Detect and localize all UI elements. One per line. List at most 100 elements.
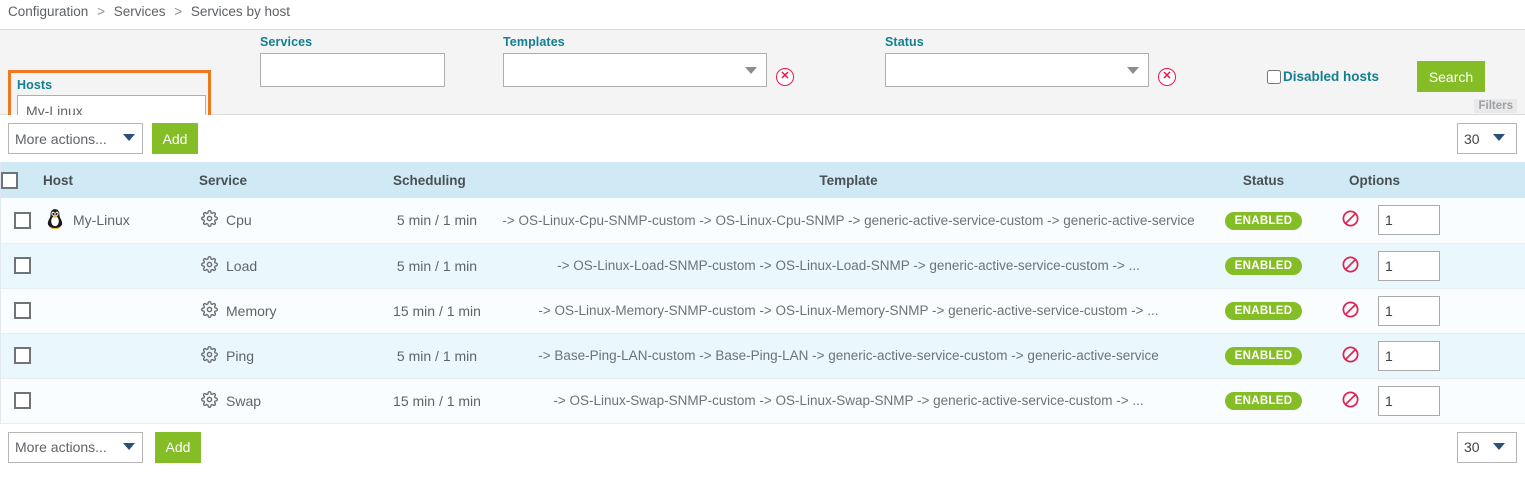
more-actions-select-top[interactable]: More actions...	[8, 123, 143, 154]
row-select-cell	[1, 243, 43, 289]
template-cell: -> OS-Linux-Swap-SNMP-custom -> OS-Linux…	[491, 378, 1206, 424]
scheduling-cell: 15 min / 1 min	[371, 378, 491, 424]
template-cell: -> OS-Linux-Memory-SNMP-custom -> OS-Lin…	[491, 288, 1206, 334]
more-actions-select-bottom[interactable]: More actions...	[8, 431, 143, 463]
row-checkbox[interactable]	[13, 212, 31, 230]
scheduling-value: 5 min / 1 min	[396, 212, 478, 229]
filter-panel: Hosts Services Templates ✕ Status ✕ Disa…	[0, 29, 1525, 136]
add-button-bottom[interactable]: Add	[155, 431, 201, 463]
options-cell	[1321, 198, 1525, 244]
services-label: Services	[260, 35, 313, 49]
scheduling-value: 15 min / 1 min	[393, 302, 481, 319]
services-filter: Services	[260, 35, 445, 87]
disabled-hosts-checkbox[interactable]	[1267, 69, 1281, 84]
column-header-host[interactable]: Host	[43, 162, 191, 198]
service-name[interactable]: Cpu	[226, 212, 252, 229]
chevron-down-icon	[745, 67, 757, 74]
select-all-header	[1, 162, 43, 198]
status-clear-icon[interactable]: ✕	[1158, 68, 1176, 86]
options-cell	[1321, 243, 1525, 289]
template-value: -> OS-Linux-Swap-SNMP-custom -> OS-Linux…	[553, 393, 1144, 408]
status-select[interactable]	[885, 53, 1149, 87]
template-value: -> Base-Ping-LAN-custom -> Base-Ping-LAN…	[538, 348, 1159, 363]
service-cell: Cpu	[191, 198, 371, 244]
status-cell: ENABLED	[1206, 288, 1321, 334]
host-cell	[43, 288, 191, 334]
status-cell: ENABLED	[1206, 198, 1321, 244]
host-name[interactable]: My-Linux	[73, 212, 130, 229]
column-header-scheduling[interactable]: Scheduling	[371, 162, 491, 198]
quantity-input[interactable]	[1378, 205, 1440, 236]
template-cell: -> OS-Linux-Cpu-SNMP-custom -> OS-Linux-…	[491, 198, 1206, 244]
host-cell: My-Linux	[43, 198, 191, 244]
service-name[interactable]: Load	[226, 257, 258, 274]
breadcrumb-item-configuration[interactable]: Configuration	[8, 4, 89, 19]
column-header-status[interactable]: Status	[1206, 162, 1321, 198]
service-cell: Memory	[191, 288, 371, 334]
status-badge: ENABLED	[1224, 211, 1303, 230]
disable-circle-icon[interactable]	[1341, 255, 1360, 277]
gear-icon	[201, 345, 218, 366]
templates-clear-icon[interactable]: ✕	[776, 68, 794, 86]
scheduling-cell: 15 min / 1 min	[371, 288, 491, 334]
select-all-checkbox[interactable]	[1, 171, 18, 189]
column-header-options: Options	[1321, 162, 1525, 198]
column-header-service[interactable]: Service	[191, 162, 371, 198]
row-select-cell	[1, 288, 43, 334]
service-name[interactable]: Swap	[226, 392, 262, 409]
quantity-input[interactable]	[1378, 250, 1440, 281]
chevron-down-icon	[1127, 67, 1139, 74]
search-button[interactable]: Search	[1417, 61, 1485, 92]
filters-tag: Filters	[1474, 99, 1517, 113]
templates-select[interactable]	[503, 53, 767, 87]
quantity-input[interactable]	[1378, 295, 1440, 326]
template-value: -> OS-Linux-Memory-SNMP-custom -> OS-Lin…	[538, 303, 1159, 318]
disable-circle-icon[interactable]	[1341, 300, 1360, 322]
table-header-row: Host Service Scheduling Template Status …	[1, 162, 1525, 198]
status-badge: ENABLED	[1224, 392, 1303, 410]
status-filter: Status ✕	[885, 35, 1176, 87]
breadcrumb-separator: >	[97, 4, 105, 19]
service-cell: Ping	[191, 333, 371, 379]
disable-circle-icon[interactable]	[1341, 390, 1360, 412]
page-size-select-bottom[interactable]: 30	[1457, 431, 1517, 463]
table-row: Swap 15 min / 1 min -> OS-Linux-Swap-SNMP-…	[1, 378, 1525, 424]
row-checkbox[interactable]	[13, 347, 31, 365]
table-body: My-Linux Cpu 5 min / 1 min -> OS-Linux-Cpu-…	[1, 198, 1525, 424]
disabled-hosts-label: Disabled hosts	[1283, 69, 1380, 84]
row-checkbox[interactable]	[13, 392, 31, 410]
template-value: -> OS-Linux-Cpu-SNMP-custom -> OS-Linux-…	[502, 212, 1195, 228]
services-input[interactable]	[260, 53, 445, 87]
linux-penguin-icon	[45, 208, 65, 233]
template-cell: -> Base-Ping-LAN-custom -> Base-Ping-LAN…	[491, 333, 1206, 379]
status-cell: ENABLED	[1206, 243, 1321, 289]
page-size-select-top[interactable]: 30	[1457, 123, 1517, 154]
breadcrumb-separator: >	[174, 4, 183, 19]
services-table: Host Service Scheduling Template Status …	[1, 162, 1525, 424]
service-name[interactable]: Ping	[226, 347, 255, 364]
quantity-input[interactable]	[1378, 340, 1440, 371]
breadcrumb-item-services[interactable]: Services	[113, 4, 166, 19]
host-cell	[43, 333, 191, 379]
disable-circle-icon[interactable]	[1341, 209, 1360, 231]
breadcrumb-item-services-by-host[interactable]: Services by host	[190, 4, 290, 19]
add-button-top[interactable]: Add	[152, 123, 198, 154]
host-cell	[43, 378, 191, 424]
column-header-template[interactable]: Template	[491, 162, 1206, 198]
row-checkbox[interactable]	[13, 257, 31, 275]
service-name[interactable]: Memory	[226, 302, 277, 319]
quantity-input[interactable]	[1378, 385, 1440, 416]
row-checkbox[interactable]	[13, 302, 31, 320]
options-cell	[1321, 288, 1525, 334]
gear-icon	[201, 255, 218, 276]
template-cell: -> OS-Linux-Load-SNMP-custom -> OS-Linux…	[491, 243, 1206, 289]
disable-circle-icon[interactable]	[1341, 345, 1360, 367]
gear-icon	[201, 300, 218, 321]
disabled-hosts-checkbox-row[interactable]: Disabled hosts	[1267, 69, 1379, 84]
row-select-cell	[1, 333, 43, 379]
gear-icon	[201, 390, 218, 411]
service-cell: Load	[191, 243, 371, 289]
host-cell	[43, 243, 191, 289]
row-select-cell	[1, 378, 43, 424]
